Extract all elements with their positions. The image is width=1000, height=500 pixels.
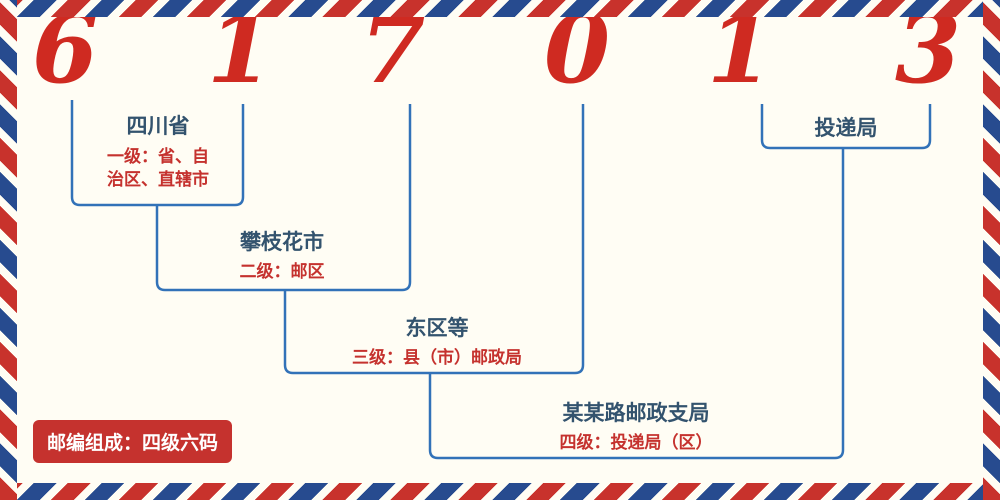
bracket-delivery — [760, 104, 932, 150]
level1-desc-line1: 一级：省、自 — [107, 147, 209, 167]
bracket-level2 — [155, 104, 412, 292]
level3-name: 东区等 — [405, 316, 469, 340]
level4-name: 某某路邮政支局 — [562, 401, 710, 425]
border-stripe-top — [0, 0, 1000, 17]
border-stripe-left — [0, 0, 17, 500]
level1-name: 四川省 — [126, 114, 190, 138]
level3-desc: 三级：县（市）邮政局 — [352, 348, 522, 368]
border-stripe-bottom — [0, 483, 1000, 500]
bracket-level4 — [428, 148, 845, 460]
delivery-office-label: 投递局 — [814, 116, 878, 140]
level2-name: 攀枝花市 — [240, 230, 324, 254]
level1-desc-line2: 治区、直辖市 — [107, 170, 209, 190]
level2-desc: 二级：邮区 — [239, 262, 325, 282]
bracket-level3 — [283, 104, 585, 375]
postal-code-composition-badge: 邮编组成：四级六码 — [33, 420, 233, 463]
level4-desc: 四级：投递局（区） — [559, 433, 713, 453]
border-stripe-right — [983, 0, 1000, 500]
